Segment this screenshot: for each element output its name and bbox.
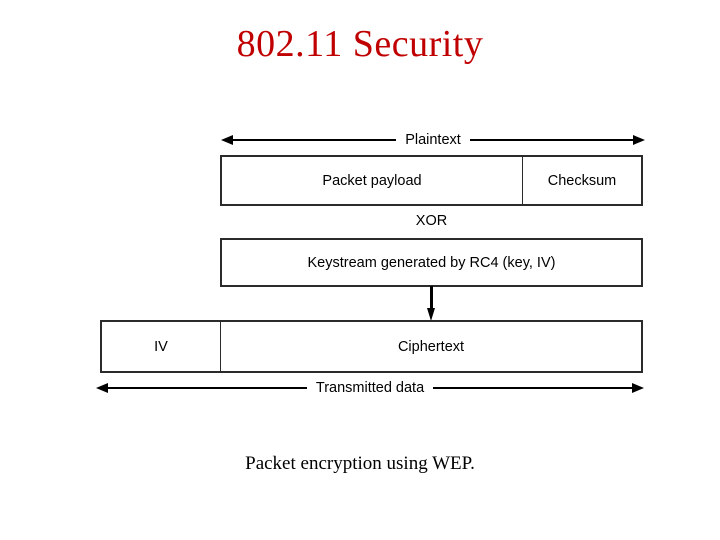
ciphertext-box: Ciphertext bbox=[220, 320, 643, 373]
arrow-line bbox=[433, 387, 633, 389]
transmitted-data-span-label: Transmitted data bbox=[315, 380, 425, 396]
checksum-box: Checksum bbox=[522, 155, 643, 206]
arrow-head-right-icon bbox=[633, 135, 645, 145]
arrow-line bbox=[469, 139, 633, 141]
keystream-box: Keystream generated by RC4 (key, IV) bbox=[220, 238, 643, 287]
packet-payload-box: Packet payload bbox=[220, 155, 523, 206]
arrow-line bbox=[108, 387, 307, 389]
transmitted-data-span-arrow: Transmitted data bbox=[96, 379, 645, 397]
figure-caption: Packet encryption using WEP. bbox=[245, 453, 475, 474]
arrow-line bbox=[233, 139, 397, 141]
arrow-head-left-icon bbox=[96, 383, 108, 393]
arrow-head-down-icon bbox=[427, 308, 435, 321]
arrow-shaft bbox=[430, 286, 433, 310]
iv-box: IV bbox=[100, 320, 221, 373]
plaintext-span-arrow: Plaintext bbox=[221, 131, 645, 149]
arrow-head-left-icon bbox=[221, 135, 233, 145]
arrow-head-right-icon bbox=[632, 383, 645, 393]
page-title: 802.11 Security bbox=[236, 23, 484, 65]
plaintext-span-label: Plaintext bbox=[405, 132, 461, 148]
xor-result-down-arrow-icon bbox=[427, 286, 436, 321]
xor-operator-label: XOR bbox=[415, 213, 448, 229]
